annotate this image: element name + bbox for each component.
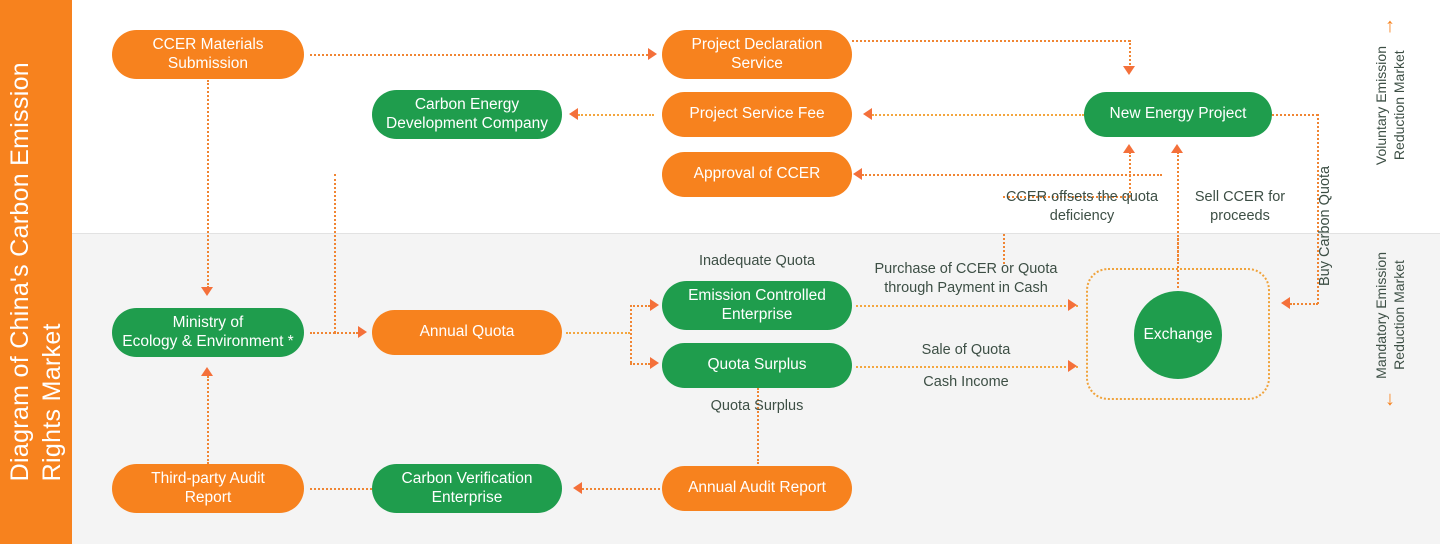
arrowhead-quota-surplus-in xyxy=(650,357,659,369)
edge-new-energy-buy-quota-v xyxy=(1317,114,1319,304)
label-sale-of-quota: Sale of Quota xyxy=(921,342,1011,358)
edge-annual-quota-trunk xyxy=(566,332,630,334)
arrowhead-annual-quota-in xyxy=(358,326,367,338)
arrowhead-new-energy-sell-ccer-in xyxy=(1171,144,1183,153)
edge-declaration-to-new-energy-h xyxy=(852,40,1130,42)
label-ccer-offsets-quota-deficiency: CCER offsets the quota deficiency xyxy=(1005,189,1159,224)
legend-mandatory-market-label: Mandatory Emission Reduction Market xyxy=(1372,252,1407,379)
node-project-declaration-service[interactable]: Project Declaration Service xyxy=(662,30,852,79)
edge-exchange-to-new-energy-offset-h xyxy=(1003,196,1130,198)
diagram-title-bar: Diagram of China's Carbon Emission Right… xyxy=(0,0,72,544)
arrowhead-ministry-top-in xyxy=(201,287,213,296)
node-new-energy-project[interactable]: New Energy Project xyxy=(1084,92,1272,137)
edge-ccer-materials-to-ministry xyxy=(207,80,209,288)
edge-approval-to-annual-quota-v xyxy=(334,174,336,333)
edge-ccer-materials-to-declaration xyxy=(310,54,648,56)
edge-quota-surplus-to-annual-audit xyxy=(757,388,759,464)
node-third-party-audit-report[interactable]: Third-party Audit Report xyxy=(112,464,304,513)
edge-fork-to-emission-controlled xyxy=(630,305,650,307)
node-exchange[interactable]: Exchange xyxy=(1134,291,1222,379)
label-quota-surplus-note: Quota Surplus xyxy=(710,398,804,414)
edge-new-energy-buy-quota-h-top xyxy=(1272,114,1318,116)
edge-fork-to-quota-surplus xyxy=(630,363,650,365)
edge-ministry-to-annual-quota xyxy=(310,332,358,334)
diagram-title: Diagram of China's Carbon Emission Right… xyxy=(6,62,66,482)
label-inadequate-quota: Inadequate Quota xyxy=(698,253,816,269)
edge-new-energy-to-service-fee xyxy=(872,114,1084,116)
edge-verification-to-third-party xyxy=(310,488,372,490)
edge-new-energy-buy-quota-h-bottom xyxy=(1290,303,1318,305)
edge-quota-surplus-to-exchange xyxy=(856,366,1078,368)
node-quota-surplus[interactable]: Quota Surplus xyxy=(662,343,852,388)
arrowhead-new-energy-offset-in xyxy=(1123,144,1135,153)
edge-exchange-to-new-energy-offset-v xyxy=(1003,234,1005,264)
node-carbon-energy-development-company[interactable]: Carbon Energy Development Company xyxy=(372,90,562,139)
node-annual-audit-report[interactable]: Annual Audit Report xyxy=(662,466,852,511)
arrowhead-ministry-bottom-in xyxy=(201,367,213,376)
legend-voluntary-market-label: Voluntary Emission Reduction Market xyxy=(1372,46,1407,166)
arrow-down-icon: ↓ xyxy=(1385,387,1395,410)
node-annual-quota[interactable]: Annual Quota xyxy=(372,310,562,355)
edge-annual-quota-fork-v xyxy=(630,305,632,363)
label-purchase-ccer-or-quota: Purchase of CCER or Quota through Paymen… xyxy=(874,261,1058,296)
market-band-divider xyxy=(72,233,1440,234)
arrowhead-approval-in xyxy=(853,168,862,180)
label-cash-income: Cash Income xyxy=(923,374,1009,390)
arrowhead-service-fee-in xyxy=(863,108,872,120)
edge-sell-ccer-riser xyxy=(1177,152,1179,264)
node-carbon-verification-enterprise[interactable]: Carbon Verification Enterprise xyxy=(372,464,562,513)
arrowhead-carbon-energy-in xyxy=(569,108,578,120)
node-approval-of-ccer[interactable]: Approval of CCER xyxy=(662,152,852,197)
node-emission-controlled-enterprise[interactable]: Emission Controlled Enterprise xyxy=(662,281,852,330)
arrowhead-emission-controlled-in xyxy=(650,299,659,311)
label-buy-carbon-quota: Buy Carbon Quota xyxy=(1317,165,1333,286)
arrow-up-icon: ↑ xyxy=(1385,15,1395,37)
edge-third-party-to-ministry xyxy=(207,376,209,464)
arrowhead-exchange-buy-quota-in xyxy=(1281,297,1290,309)
legend-voluntary-market: ↑ Voluntary Emission Reduction Market xyxy=(1360,16,1420,165)
arrowhead-verification-in xyxy=(573,482,582,494)
node-ccer-materials-submission[interactable]: CCER Materials Submission xyxy=(112,30,304,79)
edge-sell-ccer-lower xyxy=(1177,238,1179,288)
edge-annual-audit-to-verification xyxy=(582,488,660,490)
edge-emission-controlled-to-exchange xyxy=(856,305,1078,307)
edge-new-energy-to-approval xyxy=(862,174,1162,176)
label-sell-ccer-for-proceeds: Sell CCER for proceeds xyxy=(1194,189,1286,224)
arrowhead-exchange-purchase-in xyxy=(1068,299,1077,311)
node-ministry-of-ecology-environment[interactable]: Ministry of Ecology & Environment * xyxy=(112,308,304,357)
arrowhead-declaration-in xyxy=(648,48,657,60)
arrowhead-exchange-sale-in xyxy=(1068,360,1077,372)
edge-service-fee-to-carbon-energy xyxy=(578,114,654,116)
legend-mandatory-market: Mandatory Emission Reduction Market ↓ xyxy=(1360,252,1420,409)
arrowhead-new-energy-top-in xyxy=(1123,66,1135,75)
edge-offset-riser xyxy=(1129,152,1131,197)
node-project-service-fee[interactable]: Project Service Fee xyxy=(662,92,852,137)
edge-declaration-to-new-energy-v xyxy=(1129,40,1131,68)
